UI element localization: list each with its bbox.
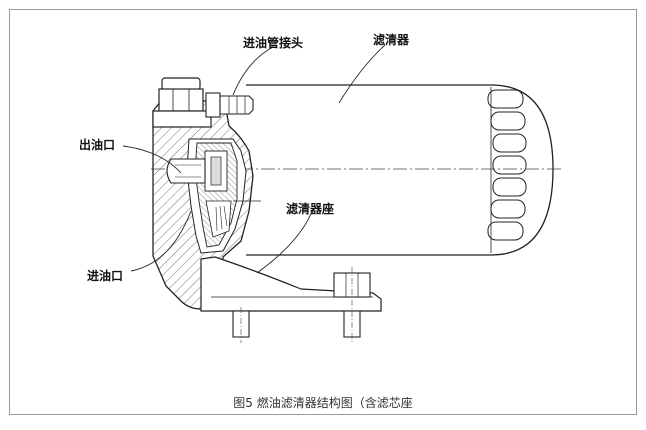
label-inlet-fitting: 进油管接头 [243,36,304,50]
label-filter: 滤清器 [373,33,410,47]
figure-frame: 进油管接头 滤清器 出油口 滤清器座 进油口 图5 燃油滤清器结构图（含滤芯座 [9,9,637,415]
top-bolt [152,77,212,128]
figure-caption: 图5 燃油滤清器结构图（含滤芯座 [233,396,413,410]
label-inlet: 进油口 [87,269,124,283]
label-filter-seat: 滤清器座 [286,202,335,216]
outlet-passage [166,158,206,184]
mounting-bolts [232,267,371,343]
filter-canister [246,84,554,256]
canister-slots [487,89,527,241]
leader-lines [122,44,386,274]
label-outlet: 出油口 [79,138,116,152]
inlet-pipe-fitting [205,92,254,118]
fuel-filter-diagram [122,44,563,343]
